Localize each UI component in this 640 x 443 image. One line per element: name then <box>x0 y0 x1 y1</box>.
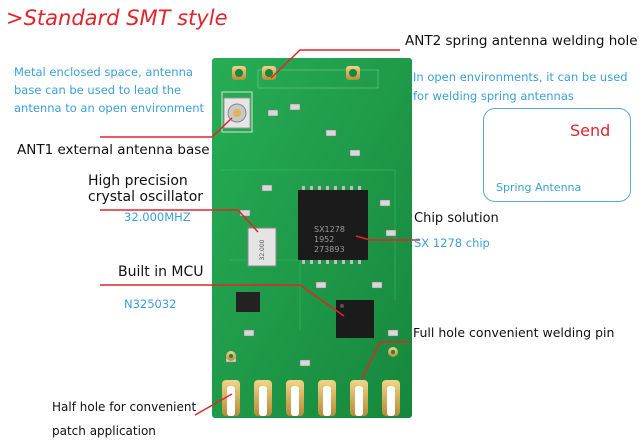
chip-model: SX 1278 chip <box>414 236 490 250</box>
sx1278-chip: SX1278 1952 273893 <box>298 186 368 264</box>
page-title: >Standard SMT style <box>6 6 228 30</box>
mcu-model: N325032 <box>124 297 177 311</box>
chip-mark-2: 1952 <box>314 235 334 244</box>
half-hole-label: Half hole for convenient patch applicati… <box>52 400 197 438</box>
ant1-label: ANT1 external antenna base <box>17 142 210 158</box>
svg-text:32.000: 32.000 <box>259 239 266 260</box>
mcu-chip <box>336 300 374 338</box>
spring-antenna-box <box>483 108 631 202</box>
mcu-label: Built in MCU <box>118 264 204 280</box>
send-label: Send <box>570 121 611 140</box>
ant2-label: ANT2 spring antenna welding hole <box>405 33 638 49</box>
leader-lines <box>100 49 420 416</box>
bottom-pins <box>222 380 400 416</box>
full-holes <box>226 347 398 361</box>
crystal-label: High precision crystal oscillator <box>88 173 204 205</box>
open-env-note: In open environments, it can be used for… <box>413 70 628 103</box>
crystal-oscillator: 32.000 <box>247 227 277 267</box>
chip-mark-1: SX1278 <box>314 225 345 234</box>
top-pins <box>232 66 360 80</box>
crystal-frequency: 32.000MHZ <box>124 210 191 224</box>
chip-mark-3: 273893 <box>314 245 345 254</box>
full-hole-label: Full hole convenient welding pin <box>413 325 615 340</box>
spring-antenna-label: Spring Antenna <box>496 181 582 194</box>
chip-solution-label: Chip solution <box>414 211 499 226</box>
metal-note: Metal enclosed space, antenna base can b… <box>14 65 204 115</box>
ipex-connector <box>223 97 251 129</box>
